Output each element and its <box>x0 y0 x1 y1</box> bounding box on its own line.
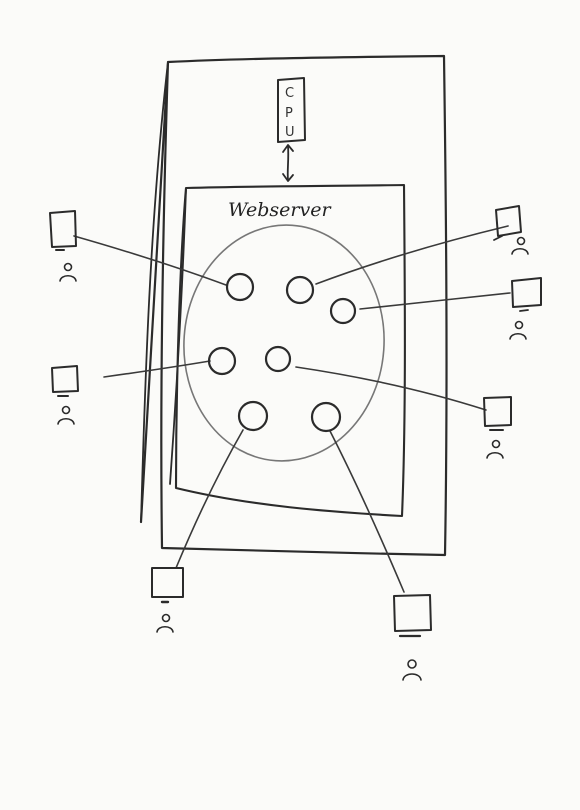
process-circle <box>237 400 269 432</box>
client-lower-right <box>483 396 512 459</box>
webserver-box <box>174 183 406 518</box>
process-circle <box>207 346 237 376</box>
cpu-webserver-arrow <box>282 144 294 182</box>
user-icon <box>516 236 526 246</box>
connection-line <box>73 235 227 286</box>
machine-outer-box-edge <box>140 61 169 523</box>
monitor-icon <box>393 594 432 632</box>
process-pool-ellipse <box>183 224 385 462</box>
client-top-right <box>493 205 529 255</box>
connection-line <box>103 360 211 378</box>
process-circle <box>264 345 292 373</box>
monitor-icon <box>483 396 512 427</box>
monitor-icon <box>51 365 79 393</box>
cpu-unit: C P U <box>277 77 306 143</box>
connection-line <box>295 366 487 411</box>
webserver-label: Webserver <box>228 199 332 221</box>
process-circle <box>225 272 255 302</box>
processes <box>207 272 357 433</box>
client-bottom-right <box>393 594 432 681</box>
monitor-icon <box>49 210 77 248</box>
client-bottom-left <box>151 567 184 633</box>
machine-outer-box <box>139 54 448 557</box>
webserver-box-inner-edge <box>169 189 187 485</box>
connection-lines <box>73 225 511 593</box>
connection-line <box>359 292 511 310</box>
user-icon <box>491 439 501 449</box>
monitor-icon <box>511 277 542 308</box>
cpu-letter-p: P <box>285 106 293 121</box>
process-circle <box>329 297 357 325</box>
client-right <box>509 277 542 340</box>
user-icon <box>63 262 73 272</box>
monitor-icon <box>495 205 522 237</box>
user-icon <box>161 613 171 623</box>
connection-line <box>175 429 244 569</box>
connection-line <box>315 225 509 285</box>
cpu-box <box>277 77 306 143</box>
user-icon <box>407 659 417 669</box>
cpu-letter-u: U <box>285 125 295 140</box>
process-circle <box>285 275 315 305</box>
process-circle <box>310 401 342 433</box>
cpu-letter-c: C <box>285 86 294 101</box>
user-icon <box>61 405 71 415</box>
monitor-icon <box>151 567 184 598</box>
connection-line <box>329 430 405 593</box>
client-left <box>51 365 79 425</box>
client-top-left <box>49 210 77 282</box>
user-icon <box>514 320 524 330</box>
